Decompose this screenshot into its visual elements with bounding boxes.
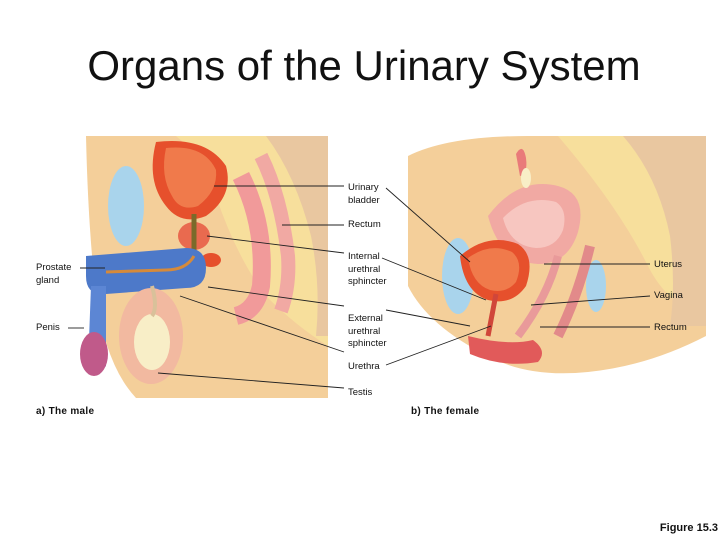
label-testis: Testis: [348, 387, 373, 398]
label-penis: Penis: [36, 322, 60, 333]
figure-label: Figure 15.3: [659, 522, 718, 534]
caption-male: a) The male: [36, 406, 95, 417]
label-external-urethral-sphincter: External urethral sphincter: [348, 313, 387, 349]
label-uterus: Uterus: [654, 259, 682, 270]
male-anatomy-illustration: [66, 136, 328, 398]
label-urethra: Urethra: [348, 361, 380, 372]
label-urinary-bladder: Urinary bladder: [348, 182, 380, 206]
label-prostate-gland: Prostate gland: [36, 262, 72, 286]
label-internal-urethral-sphincter: Internal urethral sphincter: [348, 251, 387, 287]
label-rectum-center: Rectum: [348, 219, 381, 230]
label-vagina: Vagina: [654, 290, 683, 301]
caption-female: b) The female: [411, 406, 480, 417]
label-rectum-right: Rectum: [654, 322, 687, 333]
page-title: Organs of the Urinary System: [87, 42, 641, 89]
